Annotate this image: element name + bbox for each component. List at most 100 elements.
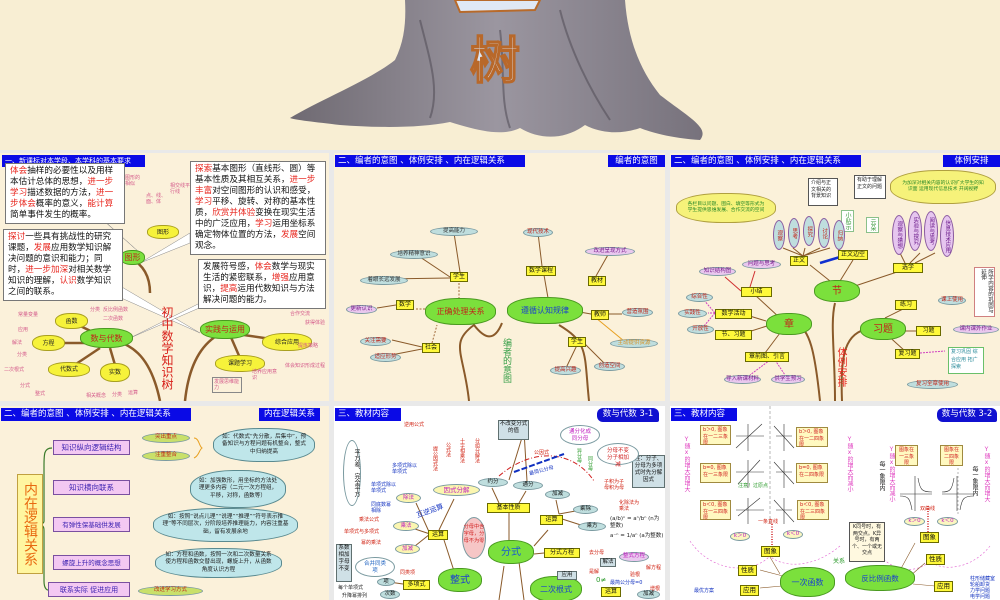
box-application: 应用 xyxy=(934,581,953,592)
vertical-ellipse: 观察 xyxy=(773,220,785,250)
label: 体会知识形成过程 xyxy=(285,363,326,369)
text-segment: 描述数据的方法， xyxy=(27,188,96,198)
text-segment: 数学与现实生活的紧密联系， xyxy=(203,262,315,283)
slide-thumbnail-2[interactable]: 二、编者的意图 、体例安排 、内在逻辑关系 编者的意图 正确处理关系 遵循认知规… xyxy=(334,153,665,401)
text-segment: 运用代数知识与方法解决问题的能力。 xyxy=(203,284,315,305)
box-graph: 图象 xyxy=(761,546,780,557)
slide-tag: 体例安排 xyxy=(943,155,1000,167)
ellipse: 适应形势 xyxy=(370,353,401,362)
green-oval: 突出重点 xyxy=(142,433,190,443)
slide-thumbnail-1[interactable]: 一、新课标对本学段、本学科的基本要求 图形 图形 数与代数 函数 方程 代数式 … xyxy=(0,153,329,401)
label: 子积为子母积为母 xyxy=(604,479,625,491)
highlight-text: 增强 xyxy=(271,273,289,283)
text-segment: 一些具有挑战性的研究课题， xyxy=(8,232,112,253)
text-segment: 对相关数学知识的理解， xyxy=(8,265,112,286)
slide-header: 三、教材内容 xyxy=(671,408,737,421)
label: 0≠ xyxy=(596,576,607,584)
vertical-ellipse: 归纳 xyxy=(833,220,845,250)
highlight-text: 学习 xyxy=(255,219,273,229)
note-helpful-question: 有助于理解正文的问题 xyxy=(854,175,886,199)
line-label: 一条直线 xyxy=(758,519,779,525)
decrease-label: Y随x的增大而减小 xyxy=(846,436,853,492)
vertical-ellipse: 思考 xyxy=(788,218,800,248)
vertical-ellipse: 阅读与思考 xyxy=(924,211,938,251)
ellipse: 实践性 xyxy=(678,309,707,318)
k-positive: k＞0 xyxy=(730,532,750,541)
vertical-ellipse: 讨论 xyxy=(818,218,830,248)
node-function: 函数 xyxy=(55,313,88,329)
slide-title-vertical: 编者的意图 xyxy=(501,338,511,383)
application-item: 力学问题 xyxy=(970,588,991,594)
box: 分式方程 xyxy=(544,548,580,558)
label: 分式 xyxy=(20,383,31,389)
cloud-section: 节 xyxy=(814,280,860,302)
case-box: b＜0, 图象在一三四象限 xyxy=(700,500,731,521)
label: 相关概念 xyxy=(86,393,107,399)
node-geometry-yellow: 图形 xyxy=(147,225,179,239)
label: 提公因式法 xyxy=(432,446,438,471)
box: 正文边空 xyxy=(838,250,869,260)
box-application: 应用 xyxy=(740,585,759,596)
label: 提炼策略 xyxy=(298,343,319,349)
ellipse: 乘除 xyxy=(573,505,598,514)
slide-thumbnail-5[interactable]: 三、教材内容 数与代数 3-1 分式 整式 二次根式 基本性质 运算 运算 分式… xyxy=(334,406,665,600)
ellipse: 加减 xyxy=(637,590,660,599)
text-segment: 对空间图形的认识和感受， xyxy=(212,186,316,196)
bubble-columns-note: 各栏目以问题、图白、填空等形式为学生提供思维发展、合作交流的空间 xyxy=(676,193,776,223)
callout-statistics: 体会抽样的必要性以及用样本估计总体的思想，进一步学习描述数据的方法，进一步体会概… xyxy=(5,163,125,224)
cloud-polynomial: 整式 xyxy=(438,568,482,592)
label: 同底数幂相除 xyxy=(371,502,392,514)
text-segment: 概率的意义， xyxy=(35,199,88,209)
label: 应用 xyxy=(18,327,29,333)
label: 培养应用意识 xyxy=(252,369,278,381)
ellipse: 加减 xyxy=(395,544,420,554)
box-property: 性质 xyxy=(926,554,945,565)
label: 是解 xyxy=(589,569,600,575)
node-algebraic-expression: 代数式 xyxy=(48,362,90,377)
application-item: 电学问题 xyxy=(970,594,991,600)
box: 基本性质 xyxy=(487,503,530,513)
slide-tag: 编者的意图 xyxy=(608,155,665,167)
tree-trunk-image: 树 xyxy=(290,0,703,140)
label: 公式法 xyxy=(445,442,451,457)
cloud-radical: 二次根式 xyxy=(530,576,582,600)
box: 运算 xyxy=(428,530,448,540)
box-property: 性质 xyxy=(738,565,757,576)
highlight-text: 认识 xyxy=(59,276,77,286)
box: 章前图、引言 xyxy=(745,352,789,362)
text-segment: 平移、旋转、对称的基本性质， xyxy=(195,197,316,218)
box: 正文 xyxy=(790,256,809,266)
ellipse: 更新认识 xyxy=(346,305,377,314)
label: 异分母 xyxy=(576,448,582,463)
k-note: K同号时，有两交点。K异号时，有两个、一个或无交点 xyxy=(849,522,885,562)
label: 分类 xyxy=(112,392,123,398)
label: 多项式除以单项式 xyxy=(392,463,418,475)
label: 每个单项式 xyxy=(338,585,364,591)
label: 同分母 xyxy=(587,456,593,471)
box: 运算 xyxy=(540,515,563,525)
slide-header: 三、教材内容 xyxy=(335,408,401,421)
label: 获得体验 xyxy=(305,320,326,326)
highlight-text: 发展 xyxy=(33,243,51,253)
decrease-label: Y随x的增大而减小 xyxy=(888,446,895,502)
increase-label: Y随x的增大而增大 xyxy=(683,436,690,492)
origin-note: 注意！过原点 xyxy=(738,483,769,489)
k-negative: k＜0 xyxy=(937,517,958,526)
highlight-text: 学习 xyxy=(195,197,213,207)
main-topic: 内在逻辑关系 xyxy=(17,474,43,574)
label: 分类 xyxy=(17,352,28,358)
text-segment: 运用坐标系确定物体位置的方法， xyxy=(195,219,316,240)
case-box: b＞0, 图象在一二四象限 xyxy=(796,427,828,448)
box: 复习题 xyxy=(895,349,920,359)
box: 习题 xyxy=(916,326,941,336)
label: 去分母 xyxy=(589,550,605,556)
application-item: 柱形储藏室 xyxy=(970,576,996,582)
slide-header: 二、编者的意图 、体例安排 、内在逻辑关系 xyxy=(1,408,191,421)
slide-thumbnail-6[interactable]: 三、教材内容 数与代数 3-2 b＞0, 图象在一二三象限 b=0, 图象在一三… xyxy=(670,406,1000,600)
text-segment: 简单事件发生的概率。 xyxy=(10,210,96,220)
cloud-handle-relations: 正确处理关系 xyxy=(425,298,496,325)
cloud-cognitive-law: 遵循认知规律 xyxy=(507,297,583,324)
slide-thumbnail-3[interactable]: 二、编者的意图 、体例安排 、内在逻辑关系 体例安排 各栏目以问题、图白、填空等… xyxy=(670,153,1000,401)
label: 合作交流 xyxy=(290,311,311,317)
slide-thumbnail-4[interactable]: 二、编者的意图 、体例安排 、内在逻辑关系 内在逻辑关系 内在逻辑关系 知识纵向… xyxy=(0,406,329,600)
